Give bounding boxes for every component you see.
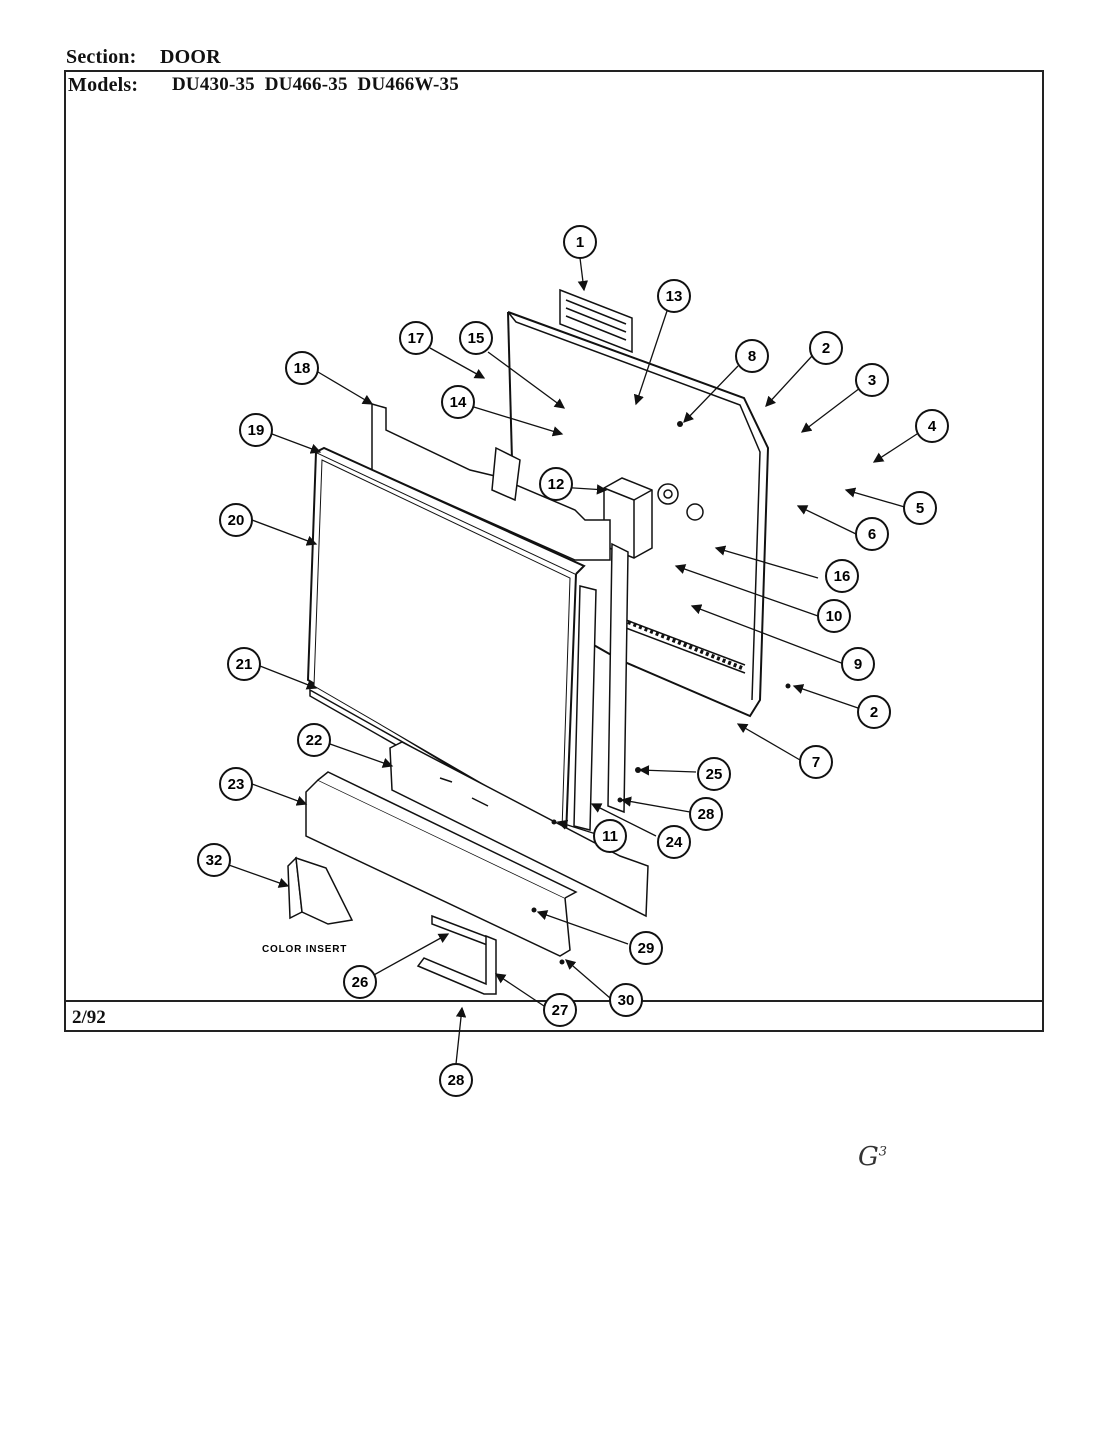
svg-text:12: 12 [548, 476, 565, 493]
hardware-details [460, 421, 791, 1014]
callout-10: 10 [817, 599, 851, 633]
bracket-22 [389, 741, 649, 918]
svg-text:1: 1 [576, 234, 584, 251]
svg-text:21: 21 [236, 656, 253, 673]
diagram-frame [64, 70, 1044, 1032]
svg-text:25: 25 [706, 766, 723, 783]
callout-14: 14 [441, 385, 475, 419]
models-label: Models: [68, 74, 139, 96]
callout-27: 27 [543, 993, 577, 1027]
svg-text:28: 28 [698, 806, 715, 823]
callout-26: 26 [343, 965, 377, 999]
svg-text:22: 22 [306, 732, 323, 749]
callout-7: 7 [799, 745, 833, 779]
inner-liner [371, 403, 611, 561]
svg-text:2: 2 [870, 704, 878, 721]
callout-18: 18 [285, 351, 319, 385]
lower-brackets [416, 914, 497, 995]
svg-text:8: 8 [748, 348, 756, 365]
svg-text:18: 18 [294, 360, 311, 377]
svg-text:2: 2 [822, 340, 830, 357]
callout-2: 2 [809, 331, 843, 365]
callout-28-bottom: 28 [439, 1063, 473, 1097]
svg-text:32: 32 [206, 852, 223, 869]
callout-16: 16 [825, 559, 859, 593]
svg-text:29: 29 [638, 940, 655, 957]
svg-text:27: 27 [552, 1002, 569, 1019]
svg-text:7: 7 [812, 754, 820, 771]
svg-text:9: 9 [854, 656, 862, 673]
svg-text:28: 28 [448, 1072, 465, 1089]
vent-part [559, 288, 633, 354]
svg-text:6: 6 [868, 526, 876, 543]
svg-text:30: 30 [618, 992, 635, 1009]
callout-5: 5 [903, 491, 937, 525]
callout-20: 20 [219, 503, 253, 537]
side-strip [573, 542, 629, 831]
svg-text:17: 17 [408, 330, 425, 347]
svg-text:5: 5 [916, 500, 924, 517]
handwritten-mark: G3 [858, 1142, 888, 1172]
callout-21: 21 [227, 647, 261, 681]
callout-15: 15 [459, 321, 493, 355]
callout-3: 3 [855, 363, 889, 397]
callout-22: 22 [297, 723, 331, 757]
callout-30: 30 [609, 983, 643, 1017]
color-insert-label: COLOR INSERT [262, 944, 347, 955]
callout-32: 32 [197, 843, 231, 877]
color-insert [287, 856, 354, 925]
svg-text:24: 24 [666, 834, 683, 851]
section-label: Section: [66, 46, 137, 68]
callout-25: 25 [697, 757, 731, 791]
leader-lines [225, 257, 921, 1065]
svg-text:23: 23 [228, 776, 245, 793]
footer-date: 2/92 [72, 1007, 106, 1028]
callout-23: 23 [219, 767, 253, 801]
callout-9: 9 [841, 647, 875, 681]
callout-1: 1 [563, 225, 597, 259]
callouts: 1 2 3 4 5 6 7 8 9 10 11 12 13 14 15 16 1… [197, 225, 949, 1097]
svg-text:15: 15 [468, 330, 485, 347]
svg-text:14: 14 [450, 394, 467, 411]
svg-text:11: 11 [602, 828, 618, 845]
svg-text:16: 16 [834, 568, 851, 585]
front-panel [306, 446, 586, 838]
callout-28-right: 28 [689, 797, 723, 831]
svg-text:10: 10 [826, 608, 843, 625]
callout-6: 6 [855, 517, 889, 551]
svg-text:13: 13 [666, 288, 683, 305]
svg-text:19: 19 [248, 422, 265, 439]
callout-24: 24 [657, 825, 691, 859]
section-value: DOOR [160, 46, 221, 68]
callout-19: 19 [239, 413, 273, 447]
callout-13: 13 [657, 279, 691, 313]
svg-text:26: 26 [352, 974, 369, 991]
callout-2-lower: 2 [857, 695, 891, 729]
callout-8: 8 [735, 339, 769, 373]
svg-text:3: 3 [868, 372, 876, 389]
callout-29: 29 [629, 931, 663, 965]
callout-4: 4 [915, 409, 949, 443]
models-value: DU430-35 DU466-35 DU466W-35 [172, 74, 459, 95]
svg-text:20: 20 [228, 512, 245, 529]
callout-11: 11 [593, 819, 627, 853]
callout-17: 17 [399, 321, 433, 355]
callout-12: 12 [539, 467, 573, 501]
svg-text:4: 4 [928, 418, 937, 435]
dispenser-block [603, 477, 704, 559]
kick-plate [305, 771, 578, 957]
